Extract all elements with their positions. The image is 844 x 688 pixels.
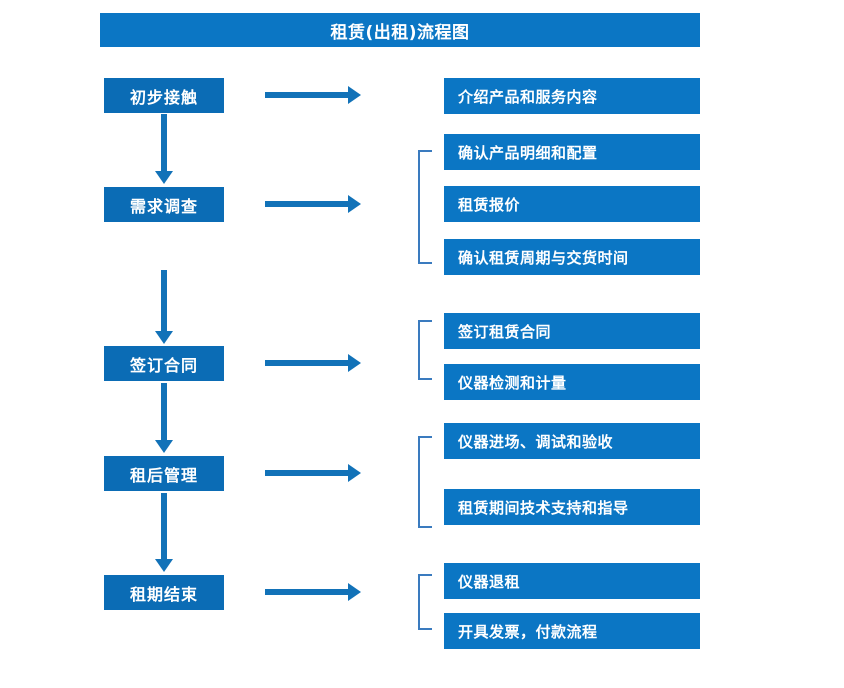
horizontal-arrow-demand-survey [265, 195, 361, 213]
stage-box-rental-end[interactable]: 租期结束 [104, 575, 224, 610]
detail-box-instrument-inspection[interactable]: 仪器检测和计量 [444, 364, 700, 400]
vertical-arrow-contract-to-management [155, 383, 173, 453]
detail-box-instrument-entry-commissioning[interactable]: 仪器进场、调试和验收 [444, 423, 700, 459]
stage-box-sign-contract[interactable]: 签订合同 [104, 346, 224, 381]
detail-box-invoice-payment[interactable]: 开具发票，付款流程 [444, 613, 700, 649]
group-bracket-sign-contract [418, 320, 432, 380]
detail-box-rental-quotation[interactable]: 租赁报价 [444, 186, 700, 222]
detail-box-sign-rental-contract[interactable]: 签订租赁合同 [444, 313, 700, 349]
detail-box-confirm-product-details[interactable]: 确认产品明细和配置 [444, 134, 700, 170]
group-bracket-rental-end [418, 574, 432, 630]
stage-box-post-rental-management[interactable]: 租后管理 [104, 456, 224, 491]
horizontal-arrow-rental-end [265, 583, 361, 601]
horizontal-arrow-post-rental-management [265, 464, 361, 482]
detail-box-introduce-products[interactable]: 介绍产品和服务内容 [444, 78, 700, 114]
diagram-title: 租赁(出租)流程图 [100, 13, 700, 47]
stage-box-demand-survey[interactable]: 需求调查 [104, 187, 224, 222]
detail-box-confirm-rental-period[interactable]: 确认租赁周期与交货时间 [444, 239, 700, 275]
vertical-arrow-demand-to-contract [155, 270, 173, 344]
detail-box-technical-support[interactable]: 租赁期间技术支持和指导 [444, 489, 700, 525]
horizontal-arrow-sign-contract [265, 354, 361, 372]
horizontal-arrow-initial-contact [265, 86, 361, 104]
group-bracket-demand-survey [418, 150, 432, 264]
group-bracket-post-rental-management [418, 436, 432, 528]
vertical-arrow-initial-to-demand [155, 114, 173, 184]
vertical-arrow-management-to-end [155, 493, 173, 572]
stage-box-initial-contact[interactable]: 初步接触 [104, 78, 224, 113]
detail-box-instrument-return[interactable]: 仪器退租 [444, 563, 700, 599]
